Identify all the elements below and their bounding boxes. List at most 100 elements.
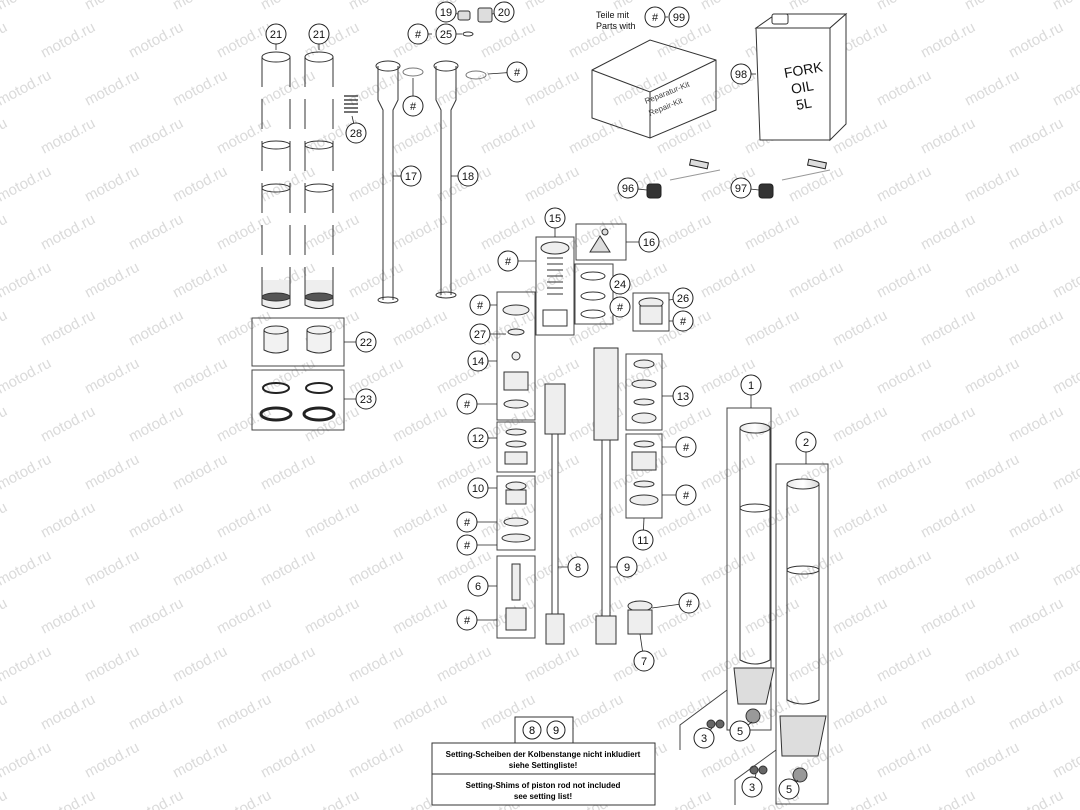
callout-circle <box>467 350 489 372</box>
watermark-text: motod.ru <box>126 595 186 638</box>
watermark-text: motod.ru <box>742 595 802 638</box>
watermark-text: motod.ru <box>82 643 142 686</box>
callout-circle <box>355 331 377 353</box>
callout-circle <box>345 122 367 144</box>
watermark-text: motod.ru <box>1050 739 1080 782</box>
group-6-frame <box>496 555 536 639</box>
part-number-label: 8 <box>575 562 581 574</box>
callout-c96: 96 <box>617 177 648 199</box>
watermark-text: motod.ru <box>1006 211 1066 254</box>
watermark-text: motod.ru <box>346 739 406 782</box>
part-11 <box>629 440 659 506</box>
watermark-text: motod.ru <box>82 355 142 398</box>
callout-c19: 19 <box>435 1 459 23</box>
part-number-label: 26 <box>677 293 689 305</box>
watermark-text: motod.ru <box>434 259 494 302</box>
callout-circle <box>469 294 491 316</box>
callout-c99: 99 <box>668 6 690 28</box>
part-7 <box>627 600 653 635</box>
callout-circle <box>467 427 489 449</box>
watermark-text: motod.ru <box>918 403 978 446</box>
watermark-text: motod.ru <box>1006 19 1066 62</box>
callout-circle <box>402 95 424 117</box>
watermark-text: motod.ru <box>390 499 450 542</box>
part-number-label: 15 <box>549 213 561 225</box>
hash-label: # <box>652 12 659 24</box>
watermark-text: motod.ru <box>258 739 318 782</box>
watermark-text: motod.ru <box>874 0 934 14</box>
watermark-text: motod.ru <box>1050 67 1080 110</box>
watermark-text: motod.ru <box>830 211 890 254</box>
hash-label: # <box>464 517 471 529</box>
watermark-text: motod.ru <box>346 451 406 494</box>
watermark-text: motod.ru <box>0 403 10 446</box>
callout-circle <box>497 250 519 272</box>
part-number-label: 13 <box>677 391 689 403</box>
callout-hash: # <box>407 23 432 45</box>
watermark-text: motod.ru <box>522 67 582 110</box>
watermark-text: motod.ru <box>874 259 934 302</box>
watermark-text: motod.ru <box>126 211 186 254</box>
group-26-frame <box>632 292 670 332</box>
watermark-text: motod.ru <box>170 163 230 206</box>
watermark-text: motod.ru <box>170 67 230 110</box>
callout-c15: 15 <box>544 207 566 237</box>
hash-label: # <box>683 442 690 454</box>
watermark-text: motod.ru <box>258 547 318 590</box>
watermark-text: motod.ru <box>874 67 934 110</box>
part-number-label: 96 <box>622 183 634 195</box>
watermark-text: motod.ru <box>82 67 142 110</box>
bushings-22 <box>263 325 332 354</box>
part-number-label: 5 <box>737 726 743 738</box>
callout-c25: 25 <box>435 23 462 45</box>
watermark-text: motod.ru <box>126 403 186 446</box>
outer-tube-left <box>261 51 291 309</box>
watermark-text: motod.ru <box>962 259 1022 302</box>
callout-circle <box>435 23 457 45</box>
watermark-text: motod.ru <box>82 451 142 494</box>
watermark-text: motod.ru <box>170 643 230 686</box>
callout-circle <box>435 1 457 23</box>
watermark-text: motod.ru <box>38 211 98 254</box>
callout-c11: 11 <box>632 517 654 551</box>
part-6 <box>505 563 527 631</box>
callout-hash: # <box>497 250 536 272</box>
callout-c5a: 5 <box>729 720 753 742</box>
callout-c12: 12 <box>467 427 497 449</box>
damper-rod-8 <box>544 383 566 645</box>
group-2-frame <box>775 463 829 805</box>
callout-hash: # <box>402 78 424 117</box>
watermark-text: motod.ru <box>962 547 1022 590</box>
part-number-label: 22 <box>360 337 372 349</box>
seals-23 <box>259 382 336 422</box>
callout-c6: 6 <box>467 575 497 597</box>
part-number-label: 17 <box>405 171 417 183</box>
watermark-text: motod.ru <box>874 355 934 398</box>
hash-label: # <box>617 302 624 314</box>
watermark-text: motod.ru <box>214 499 274 542</box>
watermark-text: motod.ru <box>0 19 10 62</box>
watermark-text: motod.ru <box>918 211 978 254</box>
callout-c27: 27 <box>469 323 506 345</box>
leg-2-outline-diagonal <box>734 749 777 805</box>
hash-label: # <box>477 300 484 312</box>
callout-circle <box>730 63 752 85</box>
callout-circle <box>493 1 515 23</box>
callout-circle <box>675 436 697 458</box>
callout-circle <box>456 393 478 415</box>
part-number-label: 10 <box>472 483 484 495</box>
callout-circle <box>740 374 762 396</box>
watermark-text: motod.ru <box>874 547 934 590</box>
watermark-text: motod.ru <box>830 499 890 542</box>
callout-hash: # <box>609 296 631 318</box>
inner-tube-18 <box>433 60 459 299</box>
watermark-text: motod.ru <box>346 259 406 302</box>
watermark-text: motod.ru <box>0 691 10 734</box>
callout-circle <box>638 231 660 253</box>
watermark-text: motod.ru <box>214 19 274 62</box>
part-number-label: 21 <box>313 29 325 41</box>
watermark-text: motod.ru <box>390 307 450 350</box>
callout-circle <box>678 592 700 614</box>
watermark-text: motod.ru <box>830 307 890 350</box>
callout-c14: 14 <box>467 350 497 372</box>
